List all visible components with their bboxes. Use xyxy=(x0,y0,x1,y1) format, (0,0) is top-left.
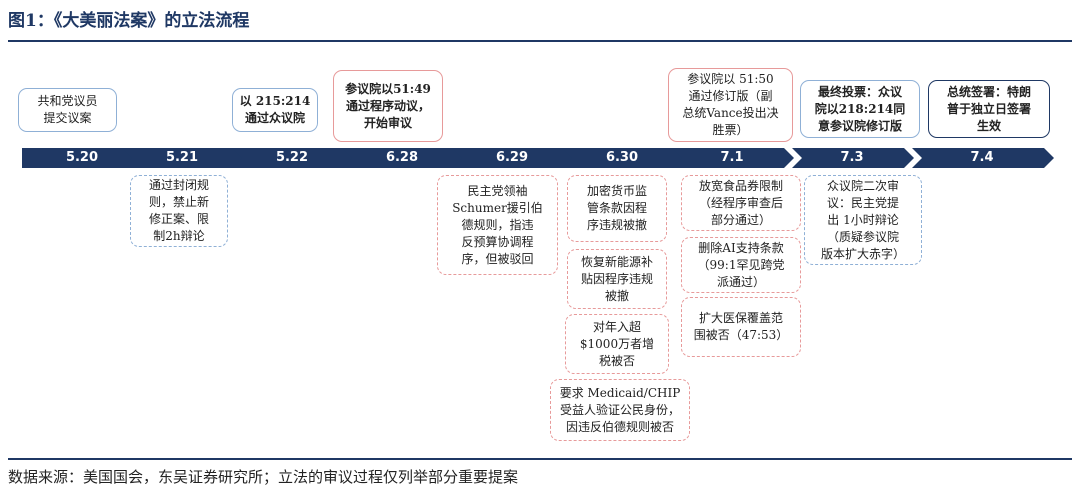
note-6-30-4: 要求 Medicaid/CHIP 受益人验证公民身份， 因违反伯德规则被否 xyxy=(550,379,690,441)
chevron-shape xyxy=(672,148,794,168)
note-7-3: 众议院二次审 议：民主党提 出 1小时辩论 （质疑参议院 版本扩大赤字） xyxy=(804,175,922,265)
timeline-date-label: 7.1 xyxy=(720,150,744,165)
note-5-21: 通过封闭规 则，禁止新 修正案、限 制2h辩论 xyxy=(130,175,228,247)
timeline-step-6-30: 6.30 xyxy=(562,148,684,168)
chevron-shape xyxy=(452,148,574,168)
note-6-30-3: 对年入超 $1000万者增 税被否 xyxy=(565,314,669,374)
note-6-30-2: 恢复新能源补 贴因程序违规 被撤 xyxy=(567,249,667,309)
chevron-shape xyxy=(22,148,144,168)
note-6-30-1: 加密货币监 管条款因程 序违规被撤 xyxy=(567,175,667,242)
timeline-date-label: 6.30 xyxy=(605,150,639,165)
figure-title: 图1：《大美丽法案》的立法流程 xyxy=(8,11,250,31)
note-7-1-2: 删除AI支持条款 （99:1罕见跨党 派通过） xyxy=(681,237,801,293)
timeline-step-5-22: 5.22 xyxy=(232,148,354,168)
chevron-shape xyxy=(342,148,464,168)
timeline-step-7-3: 7.3 xyxy=(792,148,914,168)
timeline-date-label: 5.20 xyxy=(65,150,99,165)
note-7-1-3: 扩大医保覆盖范 围被否（47:53） xyxy=(681,297,801,357)
timeline-step-6-29: 6.29 xyxy=(452,148,574,168)
event-5-22: 以 215:214 通过众议院 xyxy=(232,88,318,132)
chevron-shape xyxy=(562,148,684,168)
timeline-step-5-21: 5.21 xyxy=(122,148,244,168)
source-note: 数据来源：美国国会，东吴证券研究所；立法的审议过程仅列举部分重要提案 xyxy=(8,468,519,486)
timeline-step-6-28: 6.28 xyxy=(342,148,464,168)
chevron-shape xyxy=(792,148,914,168)
chevron-shape xyxy=(232,148,354,168)
event-5-20: 共和党议员 提交议案 xyxy=(18,88,117,132)
timeline-step-7-1: 7.1 xyxy=(672,148,794,168)
title-rule xyxy=(8,40,1072,42)
event-7-3: 最终投票：众议 院以218:214同 意参议院修订版 xyxy=(800,80,920,138)
event-7-4: 总统签署：特朗 普于独立日签署 生效 xyxy=(928,80,1050,138)
timeline-date-label: 6.29 xyxy=(495,150,529,165)
timeline-date-label: 7.3 xyxy=(840,150,864,165)
footer-rule xyxy=(8,458,1072,460)
note-7-1-1: 放宽食品券限制 （经程序审查后 部分通过） xyxy=(681,175,801,231)
timeline-step-7-4: 7.4 xyxy=(912,148,1054,168)
timeline-date-label: 5.21 xyxy=(165,150,199,165)
timeline-date-label: 6.28 xyxy=(385,150,419,165)
event-6-28: 参议院以51:49 通过程序动议， 开始审议 xyxy=(333,70,443,142)
timeline-date-label: 7.4 xyxy=(970,150,994,165)
timeline-step-5-20: 5.20 xyxy=(22,148,144,168)
chevron-shape xyxy=(912,148,1054,168)
chevron-shape xyxy=(122,148,244,168)
event-7-1: 参议院以 51:50 通过修订版（副 总统Vance投出决 胜票） xyxy=(668,68,793,142)
timeline-date-label: 5.22 xyxy=(275,150,309,165)
note-6-29: 民主党领袖 Schumer援引伯 德规则，指违 反预算协调程 序，但被驳回 xyxy=(437,175,558,275)
